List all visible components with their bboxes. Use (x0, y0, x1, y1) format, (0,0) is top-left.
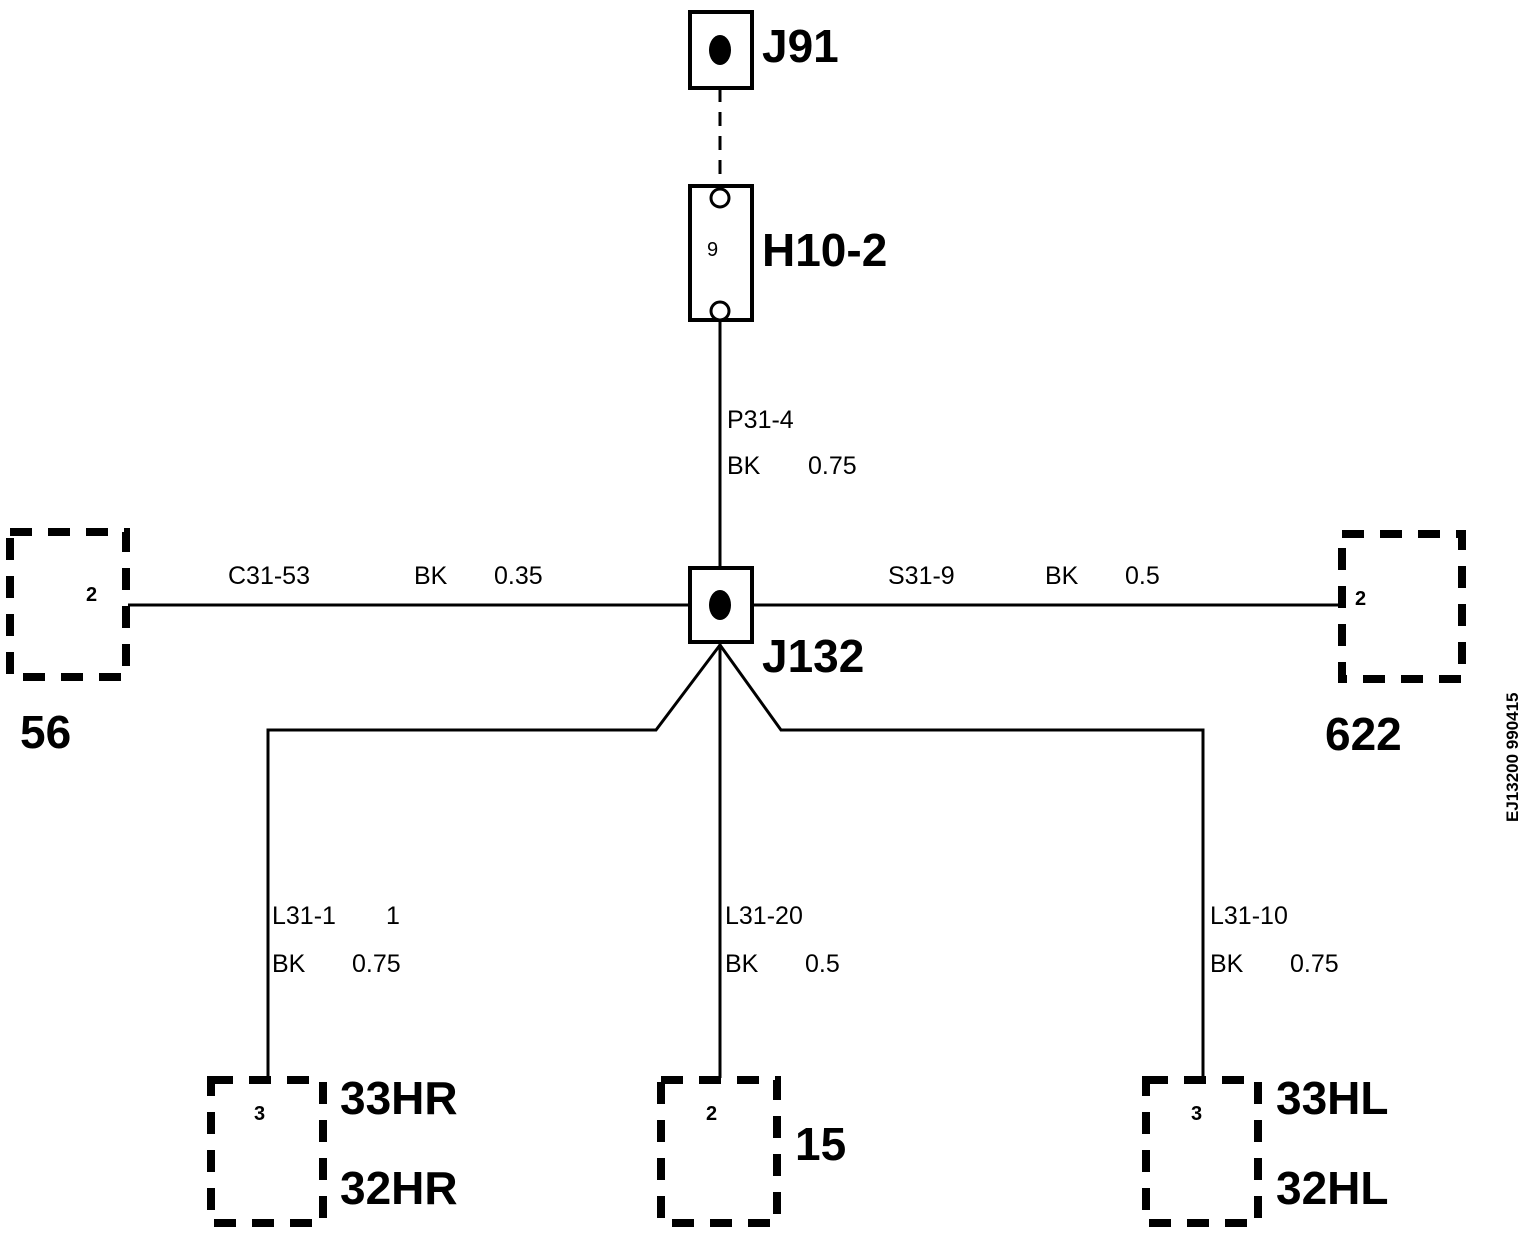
wire-l31-1-extra: 1 (386, 902, 400, 930)
connector-15-box (657, 1076, 781, 1227)
connector-622-box (1338, 530, 1466, 683)
j91-dot (709, 35, 731, 65)
connector-56-pin: 2 (86, 584, 97, 606)
connector-56-label: 56 (20, 706, 71, 758)
wire-p31-4-size: 0.75 (808, 452, 857, 480)
wire-l31-10-color: BK (1210, 950, 1244, 978)
wire-l31-1: L31-1 1 BK 0.75 (266, 644, 722, 1076)
connector-33hr-label: 33HR (340, 1072, 458, 1124)
j132-dot (709, 590, 731, 620)
h10-2-label: H10-2 (762, 224, 887, 276)
drawing-reference: EJ13200 990415 (1503, 692, 1522, 822)
connector-33hr-pin: 3 (254, 1103, 265, 1125)
connector-15-pin: 2 (706, 1103, 717, 1125)
wire-l31-10-size: 0.75 (1290, 950, 1339, 978)
wire-s31-9-size: 0.5 (1125, 562, 1160, 590)
connector-622: 2 622 (1325, 530, 1466, 760)
wire-l31-20-id: L31-20 (725, 902, 803, 930)
connector-33hl-box (1142, 1076, 1262, 1227)
connector-33hl-pin: 3 (1191, 1103, 1202, 1125)
connector-33hl: 3 33HL 32HL (1142, 1072, 1388, 1227)
wire-p31-4-id: P31-4 (727, 406, 794, 434)
wire-p31-4: P31-4 BK 0.75 (718, 320, 857, 568)
connector-h10-2: 9 H10-2 (688, 184, 887, 322)
wire-l31-20-color: BK (725, 950, 759, 978)
connector-33hr-box (207, 1076, 327, 1227)
wire-l31-20-size: 0.5 (805, 950, 840, 978)
wire-c31-53-color: BK (414, 562, 448, 590)
wire-s31-9-color: BK (1045, 562, 1079, 590)
ground-j91: J91 (688, 10, 839, 90)
h10-2-top-pin (709, 187, 731, 209)
h10-2-bottom-pin (709, 300, 731, 322)
wire-c31-53: C31-53 BK 0.35 (128, 562, 690, 607)
wire-l31-10: L31-10 BK 0.75 (718, 644, 1339, 1078)
connector-56: 2 56 (6, 528, 130, 758)
wire-p31-4-color: BK (727, 452, 761, 480)
wire-l31-20: L31-20 BK 0.5 (718, 642, 840, 1078)
wire-c31-53-size: 0.35 (494, 562, 543, 590)
connector-622-pin: 2 (1355, 588, 1366, 610)
connector-622-label: 622 (1325, 708, 1402, 760)
connector-56-box (6, 528, 130, 681)
wire-s31-9: S31-9 BK 0.5 (752, 562, 1340, 607)
wire-l31-1-line (266, 644, 722, 1076)
h10-2-pin-number: 9 (707, 239, 718, 261)
wire-l31-1-color: BK (272, 950, 306, 978)
wire-l31-10-id: L31-10 (1210, 902, 1288, 930)
j132-label: J132 (762, 630, 864, 682)
j91-label: J91 (762, 20, 839, 72)
connector-33hl-label: 33HL (1276, 1072, 1388, 1124)
wire-c31-53-id: C31-53 (228, 562, 310, 590)
wire-l31-1-id: L31-1 (272, 902, 336, 930)
splice-j132: J132 (688, 566, 864, 682)
wire-l31-1-size: 0.75 (352, 950, 401, 978)
connector-32hr-label: 32HR (340, 1162, 458, 1214)
wire-l31-10-line (718, 644, 1205, 1078)
connector-15: 2 15 (657, 1076, 846, 1227)
connector-15-label: 15 (795, 1118, 846, 1170)
connector-32hl-label: 32HL (1276, 1162, 1388, 1214)
connector-33hr: 3 33HR 32HR (207, 1072, 458, 1227)
wire-s31-9-id: S31-9 (888, 562, 955, 590)
